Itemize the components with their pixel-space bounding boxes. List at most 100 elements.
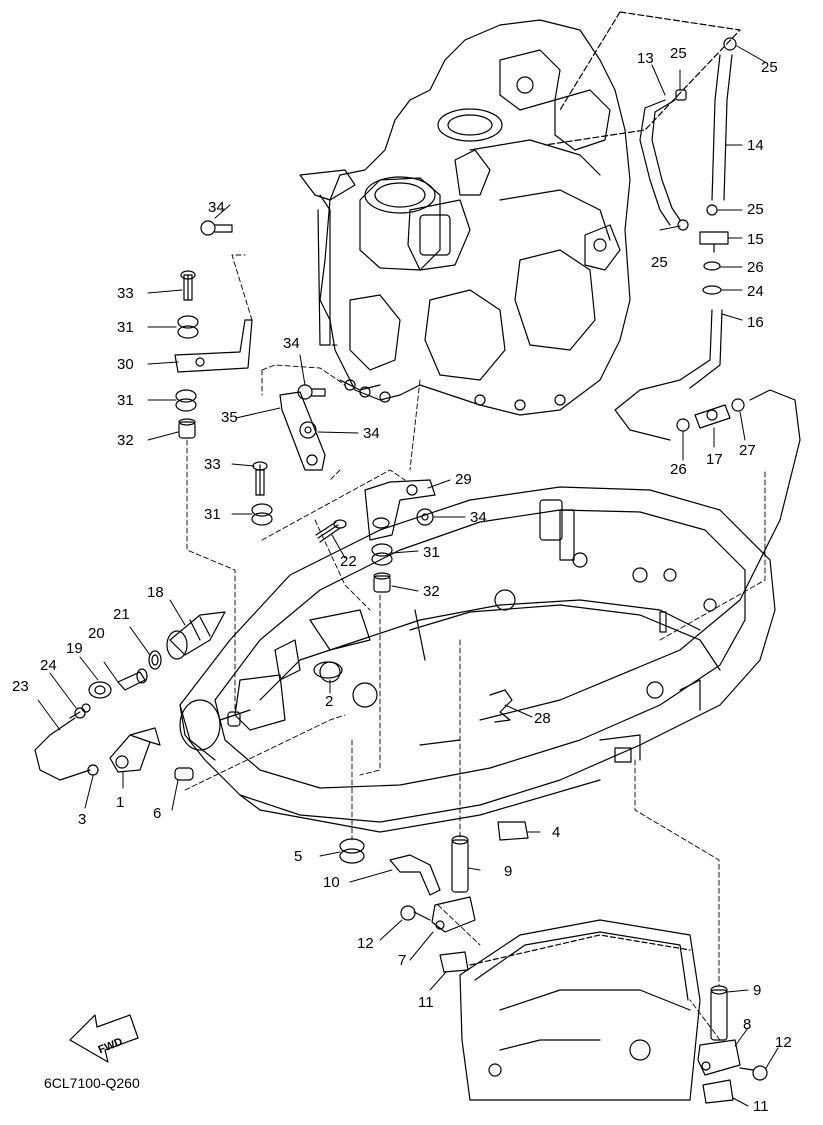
callout-7: 7: [398, 952, 407, 969]
lower-casing: [459, 919, 701, 1101]
callout-32-a: 32: [117, 432, 134, 449]
part-14-hose-edge: [723, 54, 733, 201]
callout-26-b: 26: [670, 461, 687, 478]
part-27-clip: [731, 398, 745, 412]
part-24-clip-right: [702, 285, 722, 295]
part-35-bracket: [279, 391, 326, 471]
part-34-bolt-a: [200, 220, 233, 236]
callout-30: 30: [117, 356, 134, 373]
leader-lines: [37, 45, 779, 1107]
part-1-sensor: [109, 727, 161, 773]
callout-34-c: 34: [363, 425, 380, 442]
callout-12-left: 12: [357, 935, 374, 952]
callout-3: 3: [78, 811, 87, 828]
callout-22: 22: [340, 553, 357, 570]
callout-35: 35: [221, 409, 238, 426]
part-21-washer: [148, 650, 162, 670]
callout-34-a: 34: [208, 199, 225, 216]
callout-4: 4: [552, 824, 561, 841]
callout-19: 19: [66, 640, 83, 657]
diagram-code: 6CL7100-Q260: [44, 1075, 140, 1091]
part-13-hose-edge: [651, 99, 681, 221]
callout-9-upper: 9: [504, 863, 513, 880]
callout-33-b: 33: [204, 456, 221, 473]
callout-29: 29: [455, 471, 472, 488]
fwd-arrow-icon: [69, 1014, 139, 1063]
part-28-clip: [489, 689, 513, 723]
part-24-clip: [74, 703, 91, 719]
part-25-clip-d: [677, 219, 689, 231]
part-12-bolt-a: [400, 905, 431, 921]
part-15-tee: [699, 231, 729, 253]
part-9-tube-a: [451, 835, 469, 893]
callout-5: 5: [294, 848, 303, 865]
part-2-grommet: [313, 661, 343, 679]
callout-27: 27: [739, 442, 756, 459]
part-16-hose: [614, 309, 713, 441]
part-25-clip-a: [675, 89, 687, 101]
bottom-cowling: [179, 486, 776, 833]
part-29-bracket: [364, 479, 436, 541]
part-8-bracket: [697, 1039, 741, 1076]
callout-18: 18: [147, 584, 164, 601]
part-31-grommet-b: [175, 389, 197, 412]
part-32-collar-b: [373, 572, 391, 593]
callout-10: 10: [323, 874, 340, 891]
callout-12-right: 12: [775, 1034, 792, 1051]
part-7-bracket: [431, 896, 476, 933]
part-23-hose: [34, 717, 91, 781]
callout-25-d: 25: [651, 254, 668, 271]
part-31-grommet-c: [251, 503, 273, 526]
part-26-clip-a: [703, 261, 721, 271]
part-31-grommet-a: [177, 315, 199, 339]
callout-31-d: 31: [423, 544, 440, 561]
part-18-grommet: [166, 611, 226, 660]
callout-21: 21: [113, 606, 130, 623]
callout-24-left: 24: [40, 657, 57, 674]
part-11-pad-b: [702, 1079, 734, 1104]
part-33-bolt-a: [180, 270, 196, 301]
callout-31-a: 31: [117, 319, 134, 336]
callout-16: 16: [747, 314, 764, 331]
part-5-plug: [339, 838, 365, 864]
engine-dashed-outline: [544, 11, 741, 146]
part-20-fitting: [117, 668, 148, 691]
callout-9-lower: 9: [753, 982, 762, 999]
part-27-hose: [479, 389, 801, 721]
part-17-fitting: [694, 404, 731, 429]
callout-14: 14: [747, 137, 764, 154]
part-3-fitting: [87, 764, 99, 776]
part-16-hose-edge: [689, 309, 723, 389]
part-6-plug: [174, 767, 194, 781]
callout-11-left: 11: [418, 994, 434, 1011]
engine-block: [299, 19, 631, 416]
part-34-bolt-d: [416, 508, 434, 526]
callout-23: 23: [12, 678, 29, 695]
callout-32-b: 32: [423, 583, 440, 600]
part-34-bolt-c: [299, 421, 317, 439]
callout-17: 17: [706, 451, 723, 468]
part-4-plug: [497, 821, 529, 841]
callout-33-a: 33: [117, 285, 134, 302]
part-13-hose: [639, 99, 671, 226]
callout-13: 13: [637, 50, 654, 67]
callout-25-b: 25: [761, 59, 778, 76]
part-9-tube-b: [710, 985, 728, 1041]
part-25-clip-c: [706, 204, 718, 216]
part-12-bolt-b: [739, 1065, 768, 1081]
callout-25-a: 25: [670, 45, 687, 62]
assembly-guides: [184, 254, 766, 1041]
part-19-nut: [88, 681, 112, 699]
part-14-hose: [711, 54, 721, 201]
part-11-pad-a: [439, 951, 469, 973]
callout-25-c: 25: [747, 201, 764, 218]
part-26-clip-b: [676, 418, 690, 432]
part-22-screw: [315, 519, 347, 543]
part-10-elbow: [389, 854, 441, 896]
callout-34-d: 34: [470, 509, 487, 526]
callout-6: 6: [153, 805, 162, 822]
callout-15: 15: [747, 231, 764, 248]
callout-31-b: 31: [117, 392, 134, 409]
callout-1: 1: [116, 794, 125, 811]
